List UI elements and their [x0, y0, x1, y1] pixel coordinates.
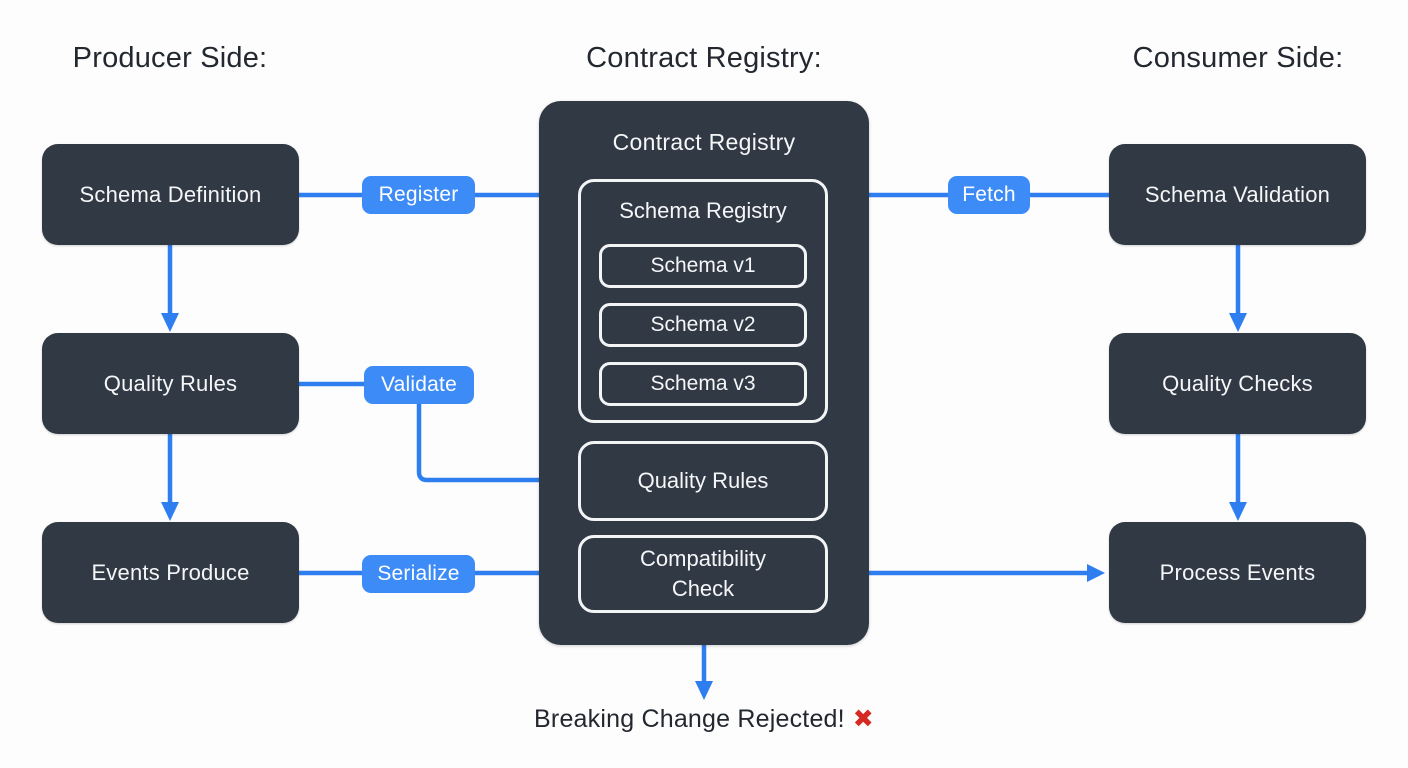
schema-registry-title: Schema Registry [619, 198, 787, 223]
node-quality-rules-producer: Quality Rules [42, 333, 299, 434]
compatibility-check-label: Compatibility Check [640, 546, 766, 601]
node-schema-definition: Schema Definition [42, 144, 299, 245]
arrow-quality-to-events [161, 434, 179, 521]
registry-quality-rules-box: Quality Rules [578, 441, 828, 521]
contract-registry-heading: Contract Registry: [586, 42, 822, 74]
node-events-produce: Events Produce [42, 522, 299, 623]
consumer-side-heading: Consumer Side: [1132, 42, 1344, 74]
reject-x-icon: ✖ [852, 705, 874, 733]
serialize-edge-label: Serialize [362, 555, 475, 593]
contract-registry-container: Contract Registry Schema Registry Schema… [539, 101, 869, 645]
node-quality-checks: Quality Checks [1109, 333, 1366, 434]
breaking-change-text: Breaking Change Rejected! [534, 705, 845, 733]
compatibility-check-box: Compatibility Check [578, 535, 828, 613]
arrow-checks-to-process [1229, 434, 1247, 521]
arrow-process-events [829, 564, 1105, 582]
fetch-edge-label: Fetch [948, 176, 1030, 214]
arrow-validation-to-checks [1229, 245, 1247, 332]
node-process-events: Process Events [1109, 522, 1366, 623]
schema-v3-box: Schema v3 [599, 362, 807, 406]
validate-edge-label: Validate [364, 366, 474, 404]
contract-registry-title: Contract Registry [612, 129, 796, 155]
schema-registry-box: Schema Registry Schema v1 Schema v2 Sche… [578, 179, 828, 423]
producer-side-heading: Producer Side: [72, 42, 268, 74]
breaking-change-note: Breaking Change Rejected!✖ [404, 704, 1004, 734]
arrow-schema-to-quality [161, 245, 179, 332]
schema-v2-box: Schema v2 [599, 303, 807, 347]
schema-v1-box: Schema v1 [599, 244, 807, 288]
register-edge-label: Register [362, 176, 475, 214]
node-schema-validation: Schema Validation [1109, 144, 1366, 245]
